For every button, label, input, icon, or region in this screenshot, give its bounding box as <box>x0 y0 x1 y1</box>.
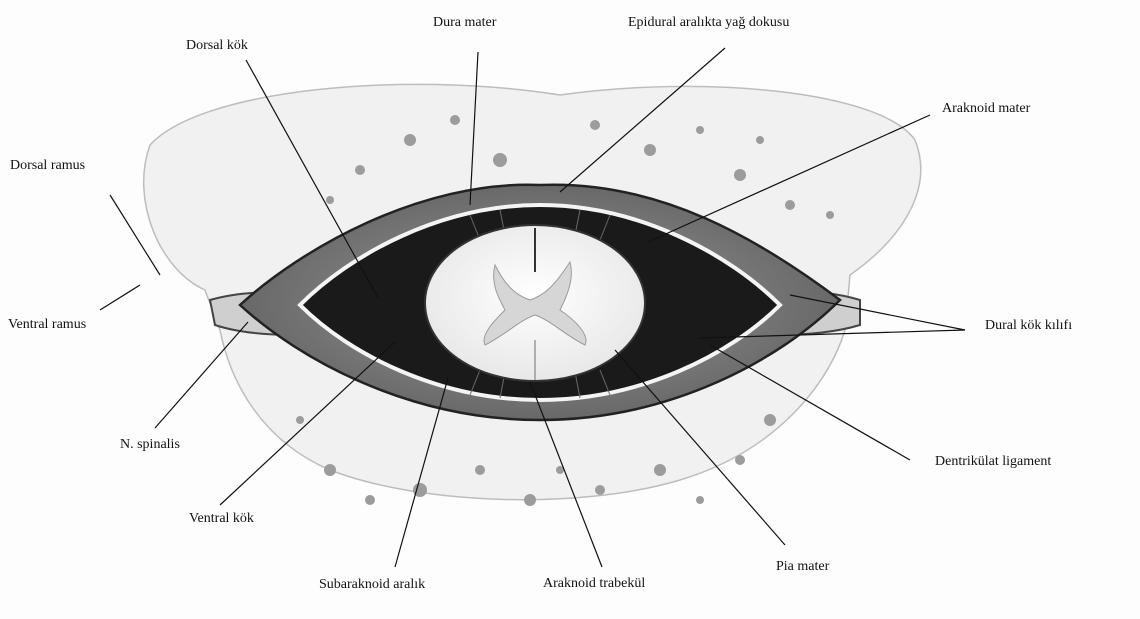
label-subarachnoid-space: Subaraknoid aralık <box>319 577 425 593</box>
label-arachnoid-mater: Araknoid mater <box>942 101 1030 117</box>
label-ventral-root: Ventral kök <box>189 511 254 527</box>
label-epidural-fat: Epidural aralıkta yağ dokusu <box>628 15 789 31</box>
label-dorsal-ramus: Dorsal ramus <box>10 158 85 174</box>
label-dural-root-sleeve: Dural kök kılıfı <box>985 318 1072 334</box>
label-ventral-ramus: Ventral ramus <box>8 317 86 333</box>
label-dorsal-root: Dorsal kök <box>186 38 248 54</box>
label-dura-mater: Dura mater <box>433 15 496 31</box>
label-arachnoid-trabecula: Araknoid trabekül <box>543 576 645 592</box>
label-spinal-nerve: N. spinalis <box>120 437 180 453</box>
label-denticulate-ligament: Dentrikülat ligament <box>935 454 1051 470</box>
label-pia-mater: Pia mater <box>776 559 829 575</box>
